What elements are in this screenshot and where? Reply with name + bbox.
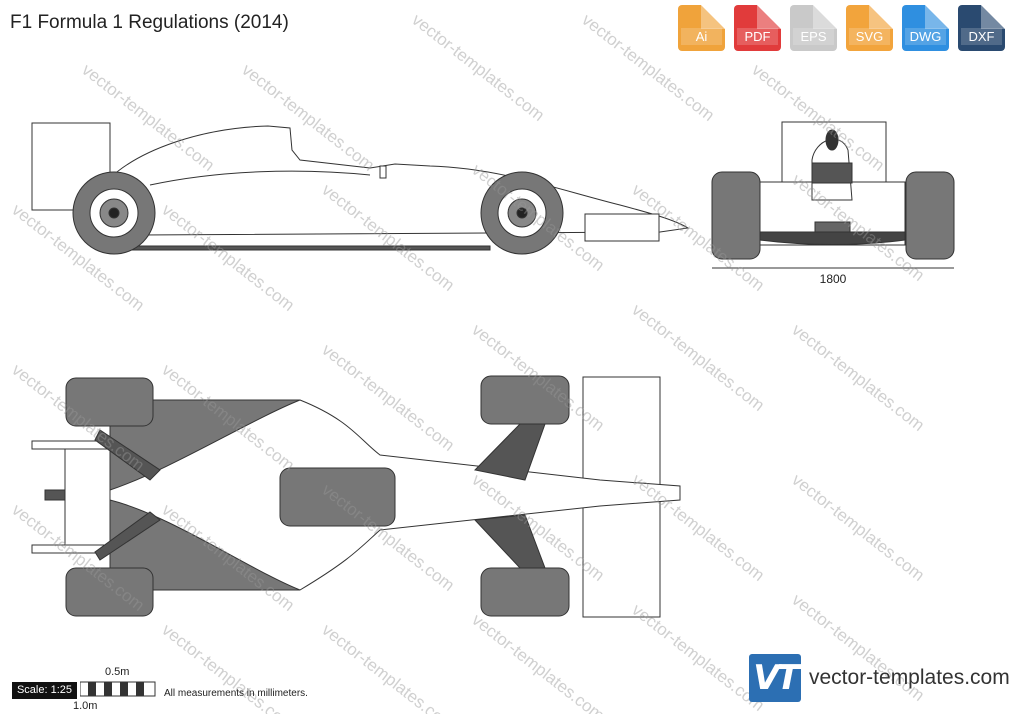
top-rear-suspension-right <box>94 511 161 561</box>
scale-one-meter: 1.0m <box>73 700 98 712</box>
side-mirror <box>379 165 387 179</box>
top-rear-left-tire <box>65 377 154 427</box>
front-right-tire <box>905 171 955 260</box>
top-sidepod-left <box>109 399 301 491</box>
top-rear-right-tire <box>65 567 154 617</box>
scale-bar-segment <box>120 682 128 696</box>
format-ai-button[interactable]: Ai <box>678 5 725 51</box>
top-front-left-tire <box>480 375 570 425</box>
format-download-bar: Ai PDF EPS SVG DWG DXF <box>678 5 1005 51</box>
front-wing-main <box>759 231 906 245</box>
front-nose <box>814 221 851 233</box>
eps-file-icon <box>813 5 837 29</box>
dxf-file-icon <box>981 5 1005 29</box>
top-view <box>31 375 681 618</box>
scale-bar <box>80 681 156 697</box>
format-dxf-label: DXF <box>961 28 1002 45</box>
top-rear-wing <box>64 444 113 550</box>
front-intake <box>825 129 839 151</box>
side-body-line <box>149 170 371 186</box>
format-svg-button[interactable]: SVG <box>846 5 893 51</box>
side-rear-wheel <box>72 171 156 255</box>
front-view <box>711 121 955 269</box>
top-front-right-tire <box>480 567 570 617</box>
format-dwg-button[interactable]: DWG <box>902 5 949 51</box>
format-pdf-label: PDF <box>737 28 778 45</box>
format-dwg-label: DWG <box>905 28 946 45</box>
side-floor <box>119 245 491 251</box>
page-title: F1 Formula 1 Regulations (2014) <box>10 12 289 33</box>
scale-half-meter: 0.5m <box>105 666 130 678</box>
format-pdf-button[interactable]: PDF <box>734 5 781 51</box>
side-front-wing <box>584 213 660 242</box>
side-front-nut <box>516 207 528 219</box>
brand-name: vector-templates.com <box>809 666 1010 689</box>
format-dxf-button[interactable]: DXF <box>958 5 1005 51</box>
front-track-dimension: 1800 <box>820 272 847 286</box>
svg-file-icon <box>869 5 893 29</box>
dwg-file-icon <box>925 5 949 29</box>
top-front-suspension-right <box>473 514 546 569</box>
pdf-file-icon <box>757 5 781 29</box>
top-front-suspension-left <box>473 423 546 481</box>
format-eps-button[interactable]: EPS <box>790 5 837 51</box>
top-rear-suspension-left <box>94 429 161 481</box>
front-left-tire <box>711 171 761 260</box>
side-front-wheel <box>480 171 564 255</box>
scale-bar-segment <box>136 682 144 696</box>
front-cockpit <box>811 162 853 184</box>
ai-file-icon <box>701 5 725 29</box>
scale-bar-segment <box>104 682 112 696</box>
units-note: All measurements in millimeters. <box>164 688 308 699</box>
top-sidepod-right <box>109 499 301 591</box>
brand[interactable]: VT vector-templates.com <box>749 654 1010 702</box>
top-rear-light <box>44 489 66 501</box>
format-eps-label: EPS <box>793 28 834 45</box>
top-cockpit <box>279 467 396 527</box>
scale-bar-segment <box>88 682 96 696</box>
scale-label: Scale: 1:25 <box>12 682 77 699</box>
side-rear-nut <box>108 207 120 219</box>
format-svg-label: SVG <box>849 28 890 45</box>
brand-logo: VT <box>749 654 801 702</box>
format-ai-label: Ai <box>681 28 722 45</box>
